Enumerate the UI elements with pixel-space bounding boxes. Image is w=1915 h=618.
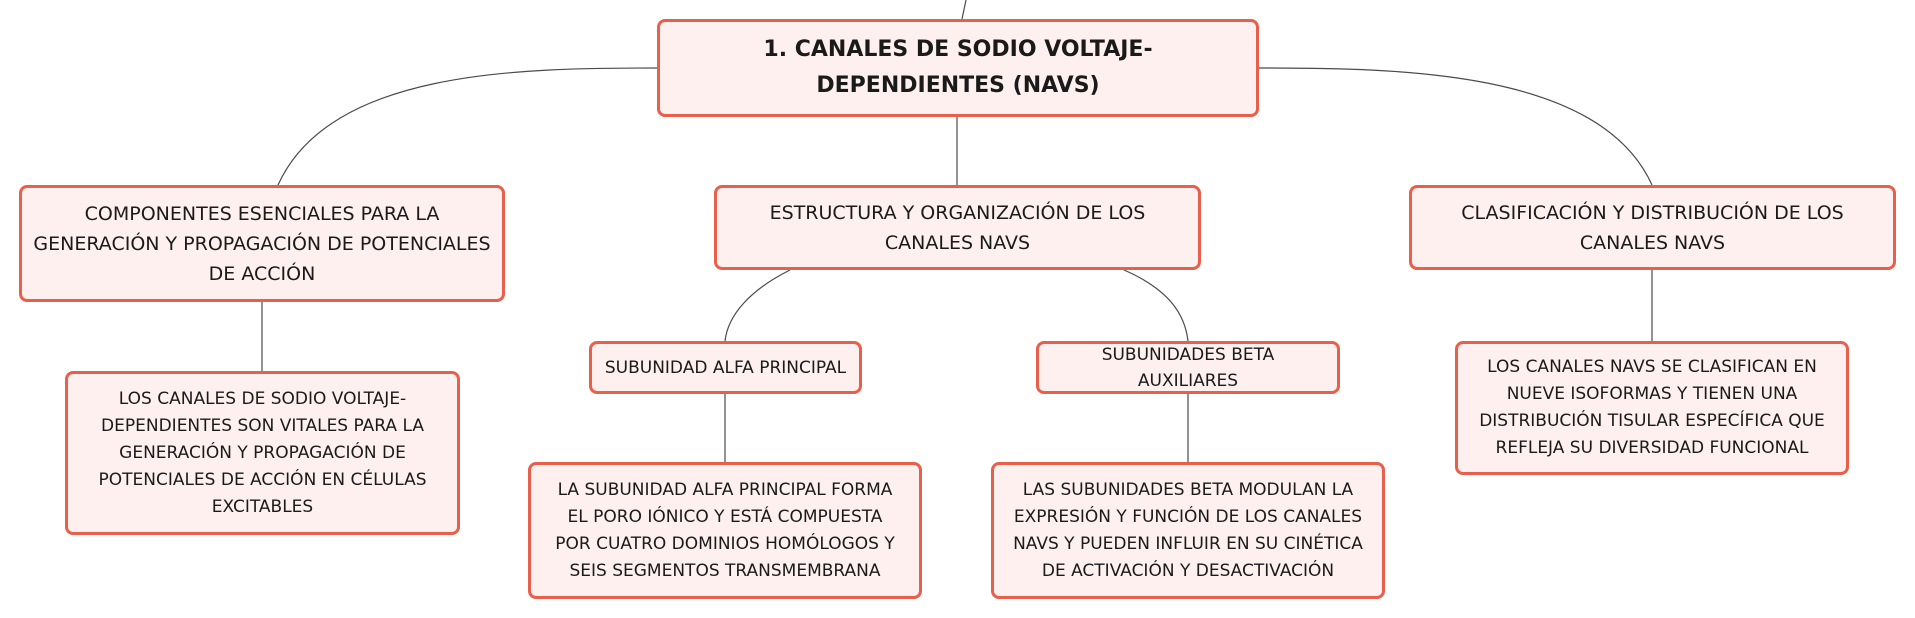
- detail-componentes[interactable]: LOS CANALES DE SODIO VOLTAJE-DEPENDIENTE…: [65, 371, 460, 535]
- detail-clasificacion-text: LOS CANALES NAVS SE CLASIFICAN EN NUEVE …: [1479, 357, 1825, 458]
- detail-beta-text: LAS SUBUNIDADES BETA MODULAN LA EXPRESIÓ…: [1013, 479, 1363, 581]
- detail-alfa[interactable]: LA SUBUNIDAD ALFA PRINCIPAL FORMA EL POR…: [528, 462, 922, 599]
- subtopic-alfa-label: SUBUNIDAD ALFA PRINCIPAL: [604, 357, 847, 378]
- root-topic-node[interactable]: 1. CANALES DE SODIO VOLTAJE-DEPENDIENTES…: [657, 19, 1259, 117]
- topic-estructura-label: ESTRUCTURA Y ORGANIZACIÓN DE LOS CANALES…: [769, 201, 1146, 254]
- detail-clasificacion[interactable]: LOS CANALES NAVS SE CLASIFICAN EN NUEVE …: [1455, 341, 1849, 475]
- topic-componentes-esenciales[interactable]: COMPONENTES ESENCIALES PARA LA GENERACIÓ…: [19, 185, 505, 302]
- subtopic-beta-label: SUBUNIDADES BETA AUXILIARES: [1101, 344, 1275, 391]
- connector-estructura-to-beta: [1123, 269, 1189, 342]
- topic-estructura-organizacion[interactable]: ESTRUCTURA Y ORGANIZACIÓN DE LOS CANALES…: [714, 185, 1201, 270]
- detail-alfa-text: LA SUBUNIDAD ALFA PRINCIPAL FORMA EL POR…: [555, 479, 895, 581]
- subtopic-subunidades-beta[interactable]: SUBUNIDADES BETA AUXILIARES: [1036, 341, 1340, 394]
- subtopic-subunidad-alfa[interactable]: SUBUNIDAD ALFA PRINCIPAL: [589, 341, 862, 394]
- detail-beta[interactable]: LAS SUBUNIDADES BETA MODULAN LA EXPRESIÓ…: [991, 462, 1385, 599]
- connector-root-to-componentes: [277, 67, 658, 186]
- connector-estructura-to-alfa: [724, 269, 791, 342]
- detail-componentes-text: LOS CANALES DE SODIO VOLTAJE-DEPENDIENTE…: [98, 388, 427, 517]
- topic-clasificacion-distribucion[interactable]: CLASIFICACIÓN Y DISTRIBUCIÓN DE LOS CANA…: [1409, 185, 1896, 270]
- topic-clasificacion-label: CLASIFICACIÓN Y DISTRIBUCIÓN DE LOS CANA…: [1461, 201, 1844, 254]
- topic-componentes-label: COMPONENTES ESENCIALES PARA LA GENERACIÓ…: [33, 202, 491, 285]
- root-topic-label: 1. CANALES DE SODIO VOLTAJE-DEPENDIENTES…: [763, 37, 1153, 98]
- connector-root-to-clasificacion: [1258, 67, 1653, 186]
- connector-parent-to-root: [961, 0, 967, 20]
